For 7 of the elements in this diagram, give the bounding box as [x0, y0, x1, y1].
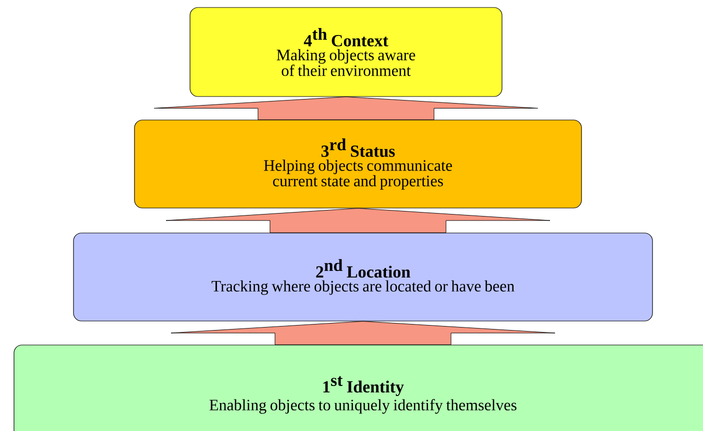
level-box: $\textbf{1}^{\textbf{st}}\ \textbf{Identity}$ Enabling objects to uniquely identify themselves: [14, 344, 703, 431]
block-arrow: [154, 96, 538, 120]
level-box: $\textbf{4}^{\textbf{th}}\ \textbf{Context}$ Making objects aware of their environment: [190, 7, 502, 97]
level-box: $\textbf{2}^{\textbf{nd}}\ \textbf{Location}$ Tracking where objects are located or have been: [73, 232, 653, 322]
level-box: $\textbf{3}^{\textbf{rd}}\ \textbf{Status}$ Helping objects communicate current state and properties: [134, 120, 582, 208]
block-arrow: [170, 321, 556, 345]
block-arrow: [166, 208, 550, 233]
